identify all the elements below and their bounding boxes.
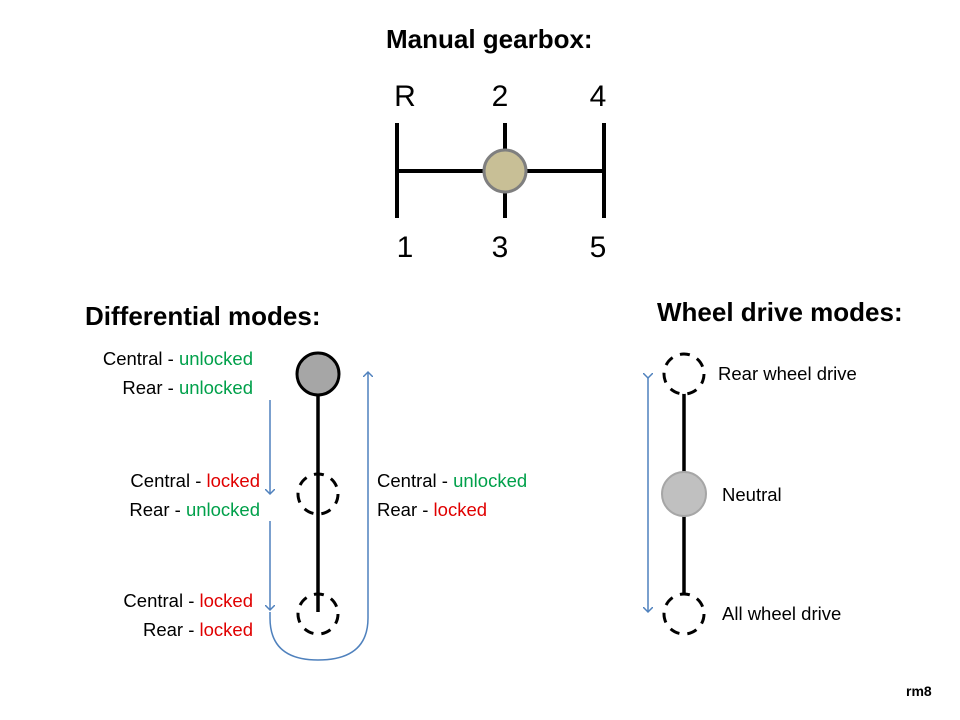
differential-position-3: [296, 592, 340, 636]
gearbox-shift-pattern: [395, 123, 606, 218]
differential-title: Differential modes:: [85, 301, 321, 331]
gearbox-title: Manual gearbox:: [386, 24, 593, 54]
differential-shift-pattern: [269, 351, 368, 661]
differential-mode-2-label: Central - locked Rear - unlocked: [129, 470, 260, 520]
differential-position-1-active: [295, 351, 341, 397]
wheel-drive-mode-awd: All wheel drive: [722, 603, 842, 624]
gear-label-4: 4: [589, 80, 607, 113]
gear-label-1: 1: [396, 231, 414, 264]
author-credit: rm8: [906, 683, 932, 699]
arrow-loop-back: [269, 372, 368, 661]
differential-mode-1-label: Central - unlocked Rear - unlocked: [102, 348, 253, 398]
wheel-drive-mode-rear: Rear wheel drive: [718, 363, 857, 384]
wheel-drive-title: Wheel drive modes:: [657, 297, 903, 327]
wheel-drive-mode-neutral: Neutral: [722, 484, 782, 505]
wheel-drive-position-neutral: [661, 471, 707, 517]
differential-side-label: Central - unlocked Rear - locked: [377, 470, 528, 520]
gear-label-5: 5: [589, 231, 607, 264]
gear-label-r: R: [394, 80, 416, 113]
gear-label-3: 3: [491, 231, 509, 264]
gear-knob: [482, 148, 528, 194]
wheel-drive-position-rear: [662, 352, 706, 396]
wheel-drive-position-awd: [662, 592, 706, 636]
differential-position-2: [296, 472, 340, 516]
gear-label-2: 2: [491, 80, 509, 113]
differential-mode-3-label: Central - locked Rear - locked: [123, 590, 253, 640]
wheel-drive-shift-pattern: [648, 352, 707, 636]
